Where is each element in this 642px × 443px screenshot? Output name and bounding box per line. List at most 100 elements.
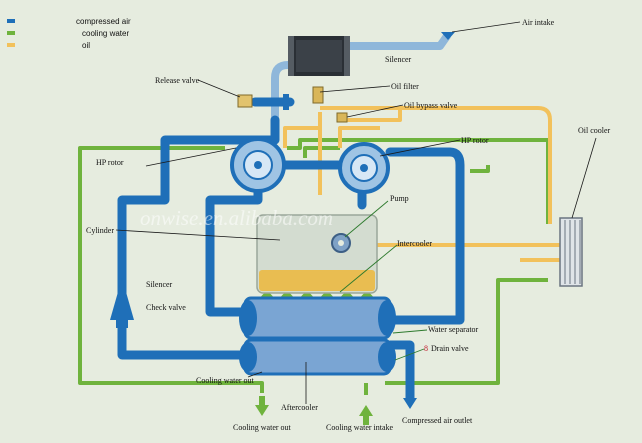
pump-hub [338, 240, 344, 246]
leader-oil-cooler [571, 137, 597, 219]
leader-hp-rotor-right [379, 139, 461, 157]
label-silencer-top: Silencer [385, 55, 412, 64]
water-line-oil-cooler-return [385, 278, 548, 385]
valve-icon [336, 112, 348, 123]
leader-release-valve [197, 79, 241, 98]
oil-filter-valve [312, 86, 324, 104]
exchanger-lower [243, 338, 392, 376]
legend-swatch-water [7, 31, 15, 35]
watermark: onwise.en.alibaba.com [140, 206, 333, 230]
silencer-mesh [296, 40, 342, 72]
label-cooling-water-intake: Cooling water intake [326, 423, 394, 432]
silencer-cap-left [288, 36, 294, 76]
exchanger-cap-left-lower [239, 342, 257, 372]
leader-oil-bypass [346, 104, 404, 118]
air-line-intake-light [271, 61, 304, 124]
water-out-stem [259, 396, 265, 406]
hp-rotor-right [338, 142, 390, 194]
pointer-pump [344, 200, 389, 238]
exchanger-upper [243, 296, 392, 340]
pointer-drain-valve [394, 348, 425, 361]
air-line-rotor-left-down [205, 183, 263, 317]
labels: Air intake Silencer Release valve Oil fi… [86, 18, 611, 432]
arrow-down-icon [255, 405, 269, 416]
release-valve [237, 94, 289, 110]
air-outlet-stem [407, 392, 413, 400]
label-hp-rotor-left: HP rotor [96, 158, 124, 167]
air-line-intake-top [346, 32, 451, 50]
oil-line-bypass [345, 108, 402, 122]
pointer-water-separator [392, 329, 428, 334]
oil-cooler-body [559, 217, 583, 287]
oil-bypass-valve [336, 112, 348, 123]
water-in-stem [363, 415, 369, 425]
label-hp-rotor-right: HP rotor [461, 136, 489, 145]
water-line-inner-right [303, 146, 340, 158]
leader-lines [115, 21, 597, 404]
rotor-hub [254, 161, 262, 169]
flow-arrows [255, 32, 455, 425]
silencer-icon [110, 278, 134, 320]
legend-label-air: compressed air [76, 17, 131, 26]
cylinder-oil-fill [259, 270, 375, 291]
label-silencer-left: Silencer [146, 280, 173, 289]
label-water-separator: Water separator [428, 325, 479, 334]
leader-hp-rotor-left [145, 147, 237, 167]
label-intercooler: Intercooler [397, 239, 432, 248]
check-valve [116, 320, 128, 328]
exchanger-cap-right-lower [378, 342, 396, 372]
valve-icon [312, 86, 324, 104]
label-compressed-air-outlet: Compressed air outlet [402, 416, 473, 425]
label-check-valve: Check valve [146, 303, 186, 312]
leader-oil-filter [319, 85, 391, 93]
label-aftercooler: Aftercooler [281, 403, 318, 412]
hp-rotor-left [230, 137, 286, 193]
arrow-down-icon [441, 32, 455, 40]
label-drain-valve: Drain valve [431, 344, 469, 353]
silencer-cap-right [344, 36, 350, 76]
legend: compressed air cooling water oil [7, 17, 131, 50]
rotor-hub [360, 164, 368, 172]
pointer-intercooler [339, 244, 398, 293]
leader-cylinder [115, 229, 281, 241]
heat-exchanger [239, 296, 396, 376]
label-air-intake: Air intake [522, 18, 555, 27]
oil-line-left-rotor [283, 112, 322, 148]
oil-line-right-rotor [338, 126, 380, 148]
cylinder [256, 214, 378, 294]
air-line-right-loop [385, 147, 465, 325]
leader-air-intake [451, 21, 521, 33]
arrow-down-icon [403, 398, 417, 409]
label-cooling-water-out-mid: Cooling water out [196, 376, 255, 385]
exchanger-cap-left-upper [239, 300, 257, 336]
label-cylinder: Cylinder [86, 226, 114, 235]
air-lines [117, 32, 465, 405]
label-pump: Pump [390, 194, 409, 203]
oil-line-top [320, 106, 552, 224]
label-drain-marker: 8 [424, 344, 428, 353]
water-line-outer [78, 146, 264, 393]
label-oil-cooler: Oil cooler [578, 126, 611, 135]
label-release-valve: Release valve [155, 76, 200, 85]
legend-swatch-oil [7, 43, 15, 47]
oil-cooler [559, 217, 583, 287]
green-pointers [339, 200, 428, 361]
left-silencer [110, 278, 134, 328]
valve-icon [237, 94, 253, 108]
label-cooling-water-out: Cooling water out [233, 423, 292, 432]
water-line-right-rotor [470, 165, 490, 173]
valve-body [283, 94, 289, 110]
legend-swatch-air [7, 19, 15, 23]
legend-label-water: cooling water [82, 29, 129, 38]
legend-label-oil: oil [82, 41, 90, 50]
arrow-up-icon [359, 405, 373, 416]
leader-cooling-water-out-mid [247, 371, 263, 378]
air-line-left-loop [117, 115, 280, 360]
pump [331, 233, 351, 253]
exchanger-cap-right-upper [378, 300, 396, 336]
label-oil-bypass-valve: Oil bypass valve [404, 101, 458, 110]
top-silencer [288, 36, 350, 76]
label-oil-filter: Oil filter [391, 82, 419, 91]
